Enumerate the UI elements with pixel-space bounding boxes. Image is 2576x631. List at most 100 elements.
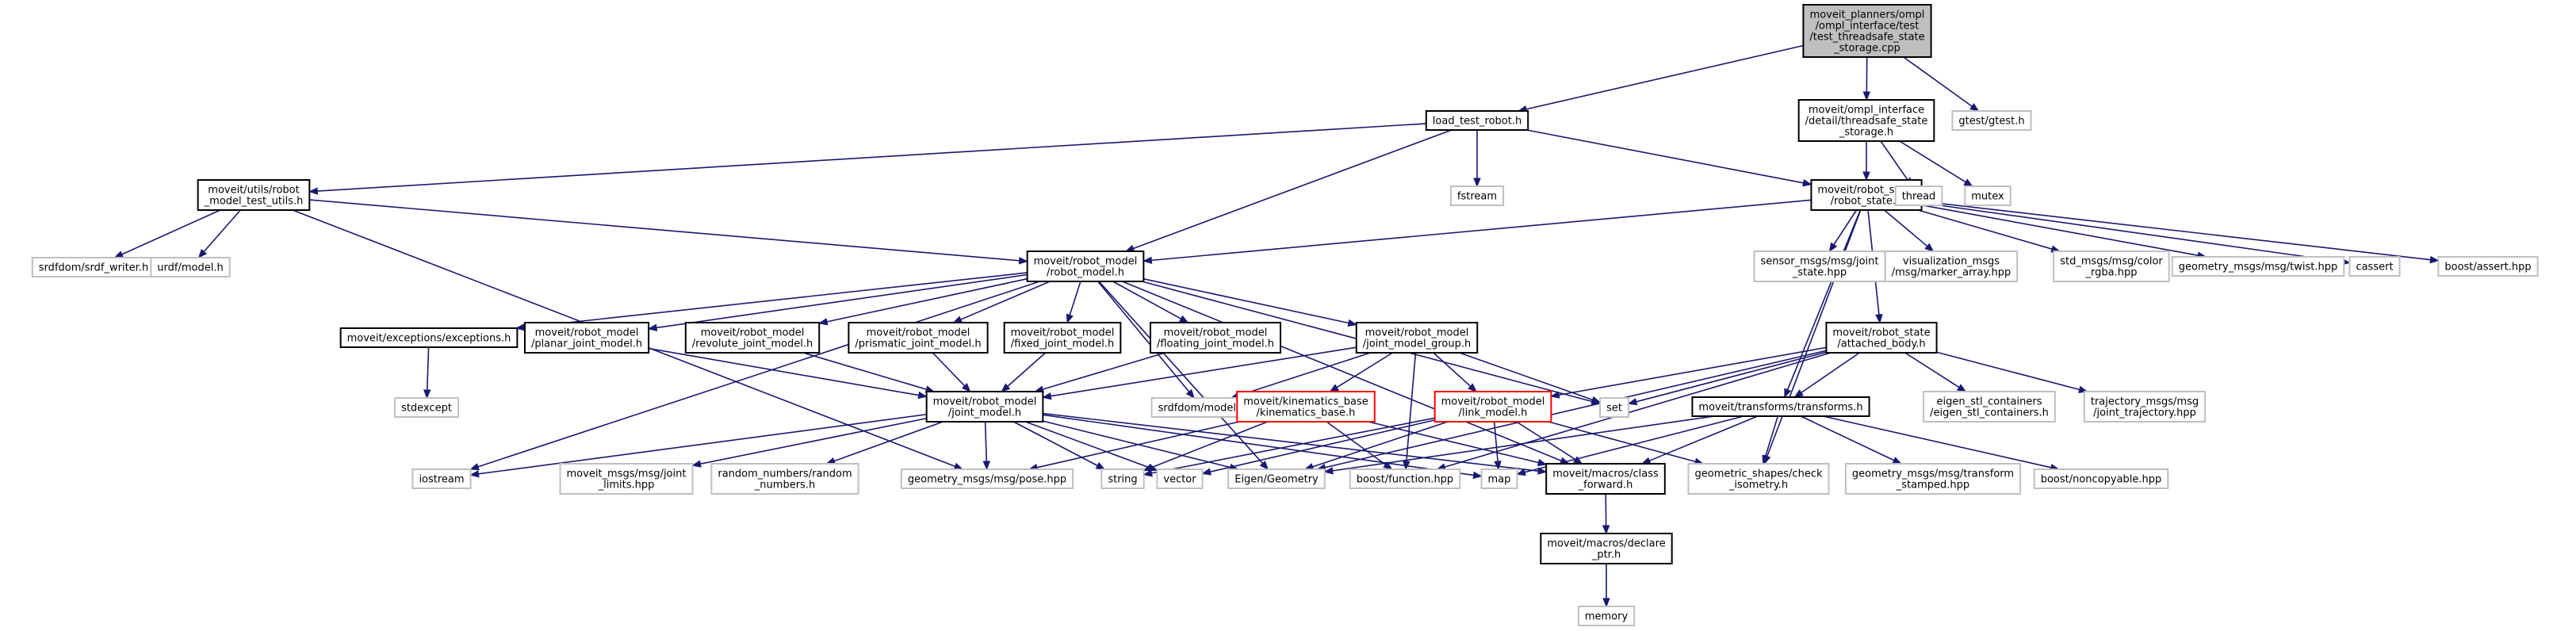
node-thread[interactable]: thread bbox=[1894, 185, 1943, 206]
node-label-line: moveit/exceptions/exceptions.h bbox=[347, 333, 511, 345]
edge-tf-to-gsci bbox=[1762, 415, 1779, 465]
edge-rm-to-cf bbox=[1122, 281, 1570, 465]
node-rn[interactable]: random_numbers/random_numbers.h bbox=[710, 463, 859, 495]
node-box bbox=[1355, 322, 1479, 354]
node-exc[interactable]: moveit/exceptions/exceptions.h bbox=[339, 327, 519, 348]
node-label-line: moveit_msgs/msg/joint bbox=[567, 468, 687, 480]
edge-line bbox=[1025, 421, 1150, 468]
node-mutex[interactable]: mutex bbox=[1964, 185, 2011, 206]
node-gtest[interactable]: gtest/gtest.h bbox=[1951, 110, 2032, 131]
edge-arrowhead bbox=[1602, 525, 1610, 535]
node-gsci[interactable]: geometric_shapes/check_isometry.h bbox=[1687, 463, 1830, 495]
node-box bbox=[1691, 396, 1870, 417]
node-label-line: srdfdom/srdf_writer.h bbox=[39, 262, 148, 274]
edge-arrowhead bbox=[1963, 178, 1973, 187]
node-cf[interactable]: moveit/macros/class_forward.h bbox=[1545, 463, 1666, 495]
node-fstream[interactable]: fstream bbox=[1449, 185, 1505, 206]
node-esc[interactable]: eigen_stl_containers/eigen_stl_container… bbox=[1923, 391, 2056, 423]
node-set[interactable]: set bbox=[1599, 397, 1629, 418]
edge-tf-to-eigen bbox=[1323, 415, 1715, 475]
edge-fljm-to-jm bbox=[1034, 352, 1166, 393]
node-stdexcept[interactable]: stdexcept bbox=[394, 397, 459, 418]
node-gmts[interactable]: geometry_msgs/msg/transform_stamped.hpp bbox=[1844, 463, 2022, 495]
edge-arrowhead bbox=[1329, 384, 1339, 392]
node-label-line: /floating_joint_model.h bbox=[1157, 338, 1274, 350]
node-rm[interactable]: moveit/robot_model/robot_model.h bbox=[1026, 250, 1145, 282]
edge-arrowhead bbox=[982, 461, 990, 471]
edge-arrowhead bbox=[1473, 178, 1481, 188]
node-bfunc[interactable]: boost/function.hpp bbox=[1349, 468, 1461, 489]
node-label-line: Eigen/Geometry bbox=[1234, 474, 1319, 486]
node-jl[interactable]: moveit_msgs/msg/joint_limits.hpp bbox=[559, 463, 694, 495]
node-vma[interactable]: visualization_msgs/msg/marker_array.hpp bbox=[1884, 250, 2019, 282]
edge-line bbox=[203, 209, 241, 253]
edge-ltr-to-fstream bbox=[1473, 130, 1481, 188]
edge-line bbox=[802, 352, 927, 390]
edge-dp-to-memory bbox=[1602, 564, 1610, 608]
edge-arrowhead bbox=[1537, 467, 1548, 475]
node-vector[interactable]: vector bbox=[1156, 468, 1204, 489]
node-box bbox=[1540, 533, 1673, 564]
node-label-line: random_numbers/random bbox=[718, 468, 852, 480]
node-box bbox=[1753, 250, 1886, 282]
edge-arrowhead bbox=[647, 323, 658, 332]
node-jmg[interactable]: moveit/robot_model/joint_model_group.h bbox=[1355, 322, 1479, 354]
node-dp[interactable]: moveit/macros/declare_ptr.h bbox=[1540, 533, 1673, 564]
edge-line bbox=[1899, 140, 1966, 183]
node-box bbox=[1156, 468, 1204, 489]
edge-jmg-to-lm bbox=[1433, 352, 1478, 392]
node-box bbox=[411, 468, 472, 489]
node-map[interactable]: map bbox=[1480, 468, 1518, 489]
node-label-line: /test_threadsafe_state bbox=[1809, 32, 1924, 44]
node-fljm[interactable]: moveit/robot_model/floating_joint_model.… bbox=[1149, 322, 1282, 354]
node-label-line: _forward.h bbox=[1578, 480, 1633, 491]
node-iostream[interactable]: iostream bbox=[411, 468, 472, 489]
node-rmtu[interactable]: moveit/utils/robot_model_test_utils.h bbox=[197, 179, 311, 211]
edge-rs-to-tf bbox=[1784, 209, 1862, 399]
node-cassert[interactable]: cassert bbox=[2348, 256, 2401, 277]
node-srdfw[interactable]: srdfdom/srdf_writer.h bbox=[31, 257, 156, 277]
node-rjm[interactable]: moveit/robot_model/revolute_joint_model.… bbox=[684, 322, 821, 354]
node-bnc[interactable]: boost/noncopyable.hpp bbox=[2033, 468, 2169, 489]
edge-line bbox=[1636, 351, 1827, 403]
edge-line bbox=[1036, 421, 1240, 468]
node-jm[interactable]: moveit/robot_model/joint_model.h bbox=[925, 391, 1044, 423]
node-twist[interactable]: geometry_msgs/msg/twist.hpp bbox=[2171, 256, 2345, 277]
edge-line bbox=[648, 347, 919, 396]
edge-line bbox=[1548, 421, 1696, 463]
node-lm[interactable]: moveit/robot_model/link_model.h bbox=[1433, 391, 1552, 423]
node-label-line: fstream bbox=[1457, 191, 1497, 203]
node-ab[interactable]: moveit/robot_state/attached_body.h bbox=[1825, 322, 1938, 354]
edge-arrowhead bbox=[423, 389, 431, 400]
node-label-line: moveit/robot_state bbox=[1832, 327, 1930, 339]
node-string[interactable]: string bbox=[1100, 468, 1145, 489]
node-sjs[interactable]: sensor_msgs/msg/joint_state.hpp bbox=[1753, 250, 1886, 282]
node-tss[interactable]: moveit/ompl_interface/detail/threadsafe_… bbox=[1797, 99, 1935, 142]
edge-arrowhead bbox=[1323, 467, 1334, 475]
node-label-line: stdexcept bbox=[401, 403, 452, 415]
node-tf[interactable]: moveit/transforms/transforms.h bbox=[1691, 396, 1870, 417]
node-tmjt[interactable]: trajectory_msgs/msg/joint_trajectory.hpp bbox=[2083, 391, 2207, 423]
node-label-line: /link_model.h bbox=[1459, 407, 1528, 419]
edge-arrowhead bbox=[1793, 389, 1804, 398]
node-kb[interactable]: moveit/kinematics_base/kinematics_base.h bbox=[1236, 391, 1376, 423]
edge-rm-to-exc bbox=[515, 272, 1028, 331]
edge-jm-to-rn bbox=[825, 421, 944, 465]
node-memory[interactable]: memory bbox=[1577, 606, 1636, 626]
node-urdfm[interactable]: urdf/model.h bbox=[150, 257, 231, 277]
node-root[interactable]: moveit_planners/ompl/ompl_interface/test… bbox=[1802, 4, 1932, 58]
node-box bbox=[900, 468, 1074, 489]
edge-rm-to-iostream bbox=[469, 281, 1040, 471]
node-eigen[interactable]: Eigen/Geometry bbox=[1227, 468, 1326, 489]
node-srdfm[interactable]: srdfdom/model.h bbox=[1150, 397, 1254, 418]
node-crgba[interactable]: std_msgs/msg/color_rgba.hpp bbox=[2053, 250, 2170, 282]
node-pose[interactable]: geometry_msgs/msg/pose.hpp bbox=[900, 468, 1074, 489]
node-fjm[interactable]: moveit/robot_model/fixed_joint_model.h bbox=[1003, 322, 1122, 354]
edge-line bbox=[1098, 281, 1264, 465]
node-pjm[interactable]: moveit/robot_model/planar_joint_model.h bbox=[523, 322, 650, 354]
node-prjm[interactable]: moveit/robot_model/prismatic_joint_model… bbox=[848, 322, 989, 354]
node-box bbox=[1844, 463, 2022, 495]
node-label-line: geometric_shapes/check bbox=[1694, 468, 1822, 480]
node-bassert[interactable]: boost/assert.hpp bbox=[2437, 256, 2539, 277]
node-ltr[interactable]: load_test_robot.h bbox=[1425, 110, 1529, 131]
